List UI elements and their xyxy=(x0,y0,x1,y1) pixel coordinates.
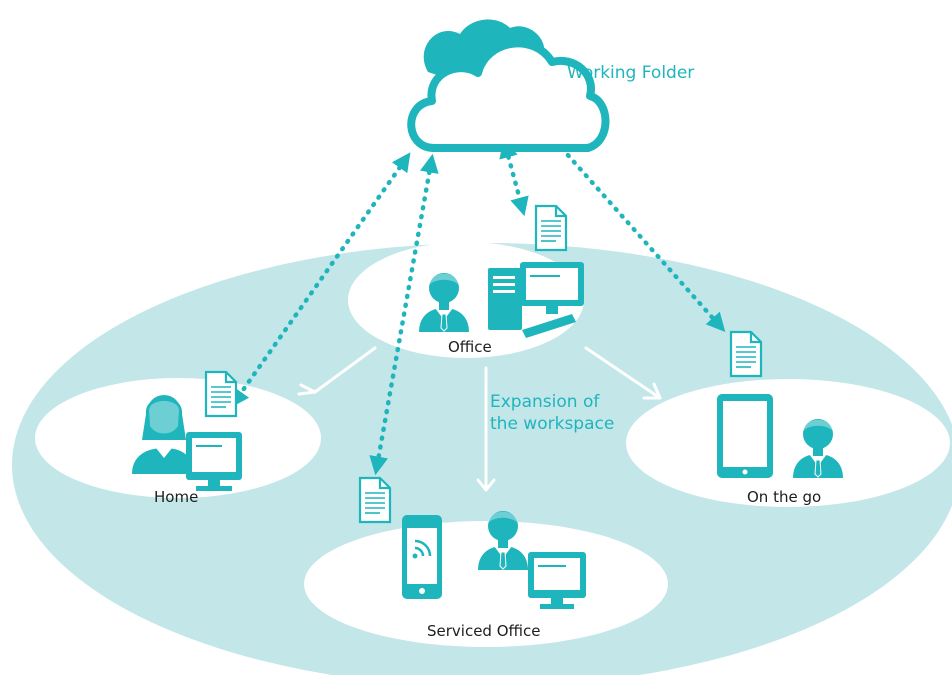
document-icon xyxy=(534,204,568,252)
center-label-line2: the workspace xyxy=(490,414,615,434)
cloud-icon xyxy=(407,19,610,152)
dotted-sync-arrow-icon xyxy=(543,127,726,333)
center-label-line1: Expansion of xyxy=(490,392,600,412)
dotted-sync-arrow-icon xyxy=(499,138,529,217)
on-the-go-node xyxy=(626,379,950,507)
tablet-icon xyxy=(717,394,773,478)
smartphone-wifi-icon xyxy=(402,515,442,599)
cloud-label: Working Folder xyxy=(567,63,695,83)
office-label: Office xyxy=(448,338,492,356)
on-the-go-label: On the go xyxy=(747,488,822,506)
document-icon xyxy=(729,330,763,378)
serviced-office-label: Serviced Office xyxy=(427,622,541,640)
person-icon xyxy=(132,395,194,474)
expansion-arrow-on-the-go xyxy=(584,346,662,400)
dotted-sync-arrow-icon xyxy=(230,152,411,408)
arrow-icon xyxy=(642,382,662,400)
document-icon xyxy=(358,476,392,524)
monitor-icon xyxy=(186,432,242,491)
home-label: Home xyxy=(154,488,199,506)
arrow-icon xyxy=(476,478,496,492)
document-icon xyxy=(204,370,238,418)
dotted-sync-arrow-icon xyxy=(369,153,439,476)
desktop-pc-icon xyxy=(488,262,584,338)
monitor-icon xyxy=(528,552,586,609)
